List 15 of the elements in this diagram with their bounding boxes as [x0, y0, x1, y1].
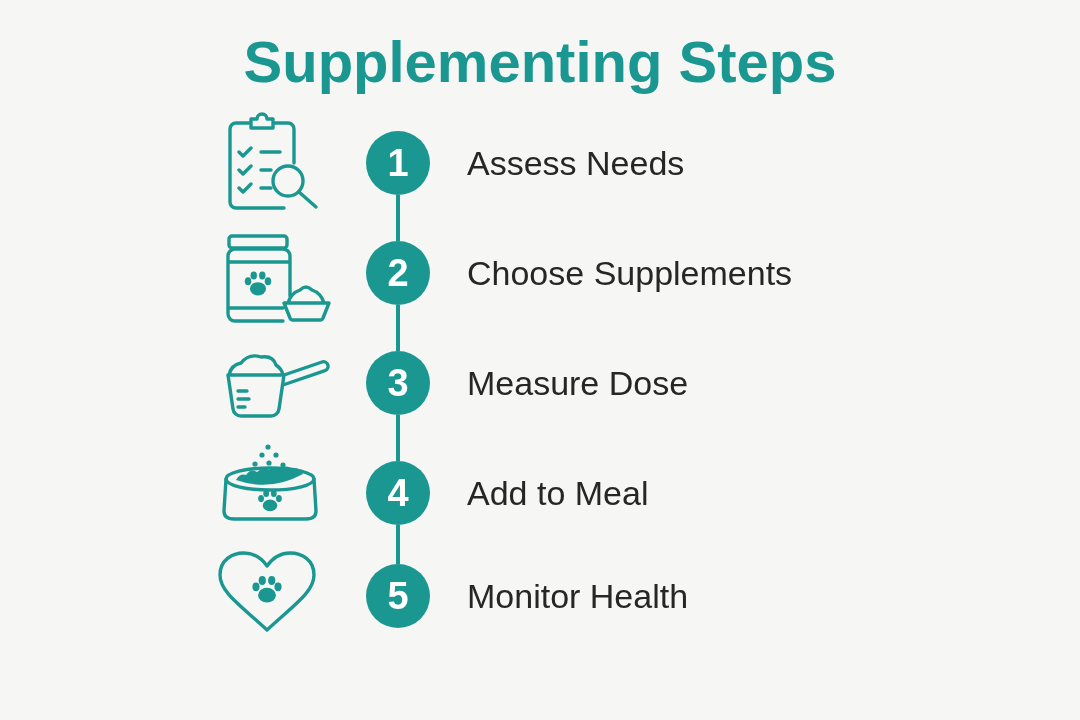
step-label: Assess Needs [467, 143, 685, 183]
step-number-circle: 1 [366, 131, 430, 195]
step-label: Choose Supplements [467, 253, 793, 293]
connector-line [396, 305, 400, 351]
step-label: Add to Meal [467, 473, 649, 513]
step-number-circle: 2 [366, 241, 430, 305]
step-number-circle: 5 [366, 564, 430, 628]
step-label: Measure Dose [467, 363, 689, 403]
connector-line [396, 415, 400, 461]
connector-line [396, 525, 400, 564]
step-label: Monitor Health [467, 576, 689, 616]
step-number-circle: 3 [366, 351, 430, 415]
diagram-title: Supplementing Steps [243, 30, 837, 94]
step-number-circle: 4 [366, 461, 430, 525]
connector-line [396, 195, 400, 241]
